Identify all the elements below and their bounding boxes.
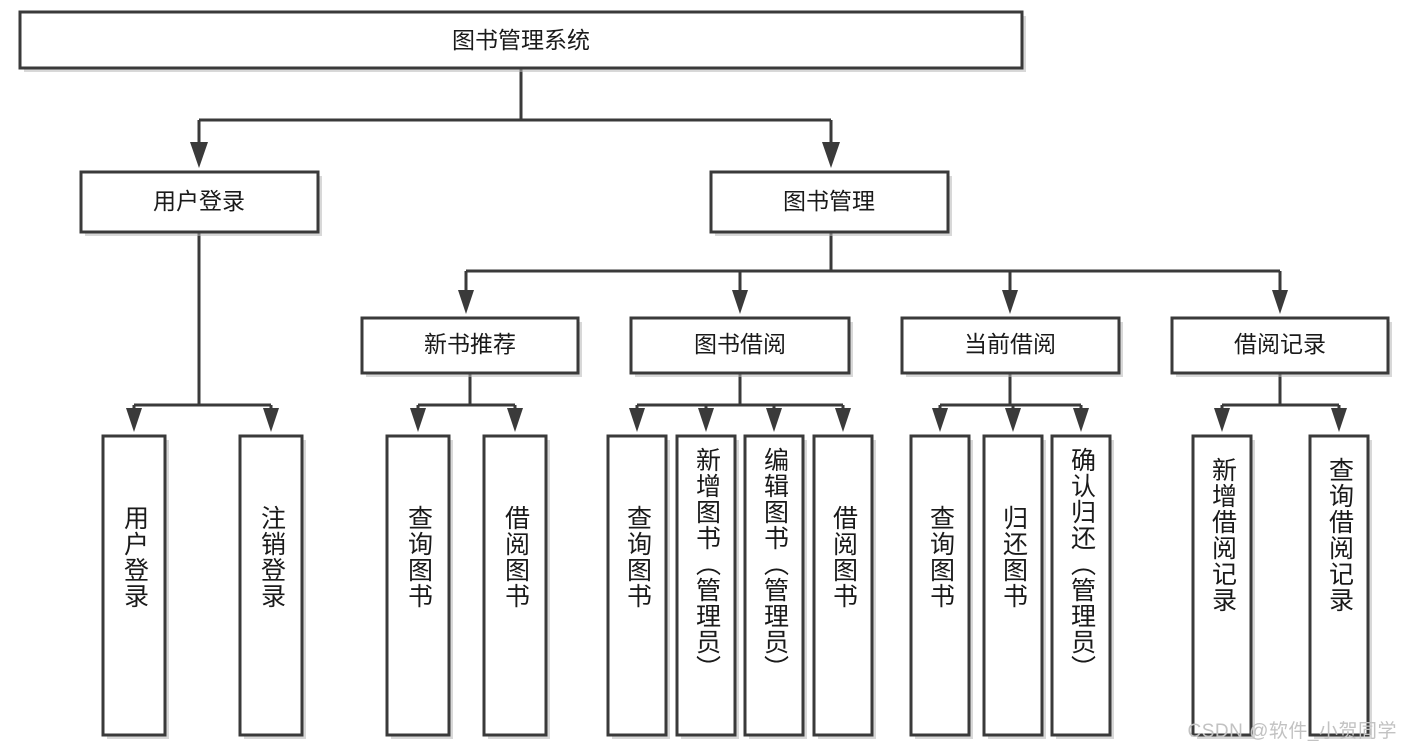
node-book-manage-label: 图书管理 — [783, 188, 875, 214]
node-borrow-record[interactable]: 借阅记录 — [1170, 316, 1392, 377]
node-leaf-add-record[interactable] — [1191, 434, 1255, 739]
node-leaf-borrow-book-2[interactable] — [812, 434, 876, 739]
node-current-borrow-box — [900, 316, 1121, 375]
leaf-edit-book-box — [743, 434, 805, 737]
node-book-manage-box — [709, 170, 950, 234]
csdn-watermark: CSDN @软件_小贺同学 — [1187, 721, 1397, 742]
leaf-query-record-box — [1308, 434, 1370, 737]
node-leaf-query-book-1[interactable] — [385, 434, 453, 739]
leaf-node-boxes — [101, 434, 1372, 739]
arrow-to-leaf-edit-book — [766, 408, 782, 432]
leaf-logout-login-box — [238, 434, 304, 737]
node-book-borrow-box — [629, 316, 851, 375]
leaf-user-login-box — [101, 434, 167, 737]
arrow-to-user-login — [190, 142, 208, 168]
node-user-login-label: 用户登录 — [153, 188, 245, 214]
leaf-query-book-1-box — [385, 434, 451, 737]
arrow-to-leaf-borrow-book-1 — [507, 408, 523, 432]
arrow-to-leaf-query-book-1 — [410, 408, 426, 432]
leaf-add-record-box — [1191, 434, 1253, 737]
leaf-query-book-3-box — [909, 434, 971, 737]
node-leaf-add-book[interactable] — [675, 434, 739, 739]
node-root[interactable]: 图书管理系统 — [18, 10, 1026, 72]
arrow-to-leaf-add-book — [698, 408, 714, 432]
node-root-label: 图书管理系统 — [452, 27, 590, 53]
leaf-borrow-book-1-box — [482, 434, 548, 737]
node-current-borrow[interactable]: 当前借阅 — [900, 316, 1123, 377]
node-new-book-recommend[interactable]: 新书推荐 — [360, 316, 582, 377]
node-borrow-record-box — [1170, 316, 1390, 375]
node-current-borrow-label: 当前借阅 — [964, 331, 1056, 357]
arrow-to-borrow-record — [1272, 290, 1288, 314]
arrow-to-leaf-add-record — [1214, 408, 1230, 432]
leaf-query-book-2-box — [606, 434, 668, 737]
leaf-confirm-return-box — [1050, 434, 1112, 737]
arrow-to-book-borrow — [732, 290, 748, 314]
node-leaf-borrow-book-1[interactable] — [482, 434, 550, 739]
arrow-to-book-manage — [822, 142, 840, 168]
node-leaf-edit-book[interactable] — [743, 434, 807, 739]
leaf-borrow-book-2-box — [812, 434, 874, 737]
arrow-to-leaf-user-login — [126, 408, 142, 432]
node-user-login[interactable]: 用户登录 — [79, 170, 322, 236]
node-leaf-query-book-3[interactable] — [909, 434, 973, 739]
arrow-to-leaf-borrow-book-2 — [835, 408, 851, 432]
arrow-to-leaf-confirm-return — [1073, 408, 1089, 432]
node-new-book-recommend-label: 新书推荐 — [424, 331, 516, 357]
arrow-to-leaf-logout-login — [263, 408, 279, 432]
node-leaf-logout-login[interactable] — [238, 434, 306, 739]
arrow-to-leaf-query-book-2 — [629, 408, 645, 432]
leaf-return-book-box — [982, 434, 1044, 737]
arrow-to-leaf-query-record — [1331, 408, 1347, 432]
arrow-to-leaf-query-book-3 — [932, 408, 948, 432]
leaf-add-book-box — [675, 434, 737, 737]
node-leaf-query-record[interactable] — [1308, 434, 1372, 739]
node-leaf-return-book[interactable] — [982, 434, 1046, 739]
arrow-to-current-borrow — [1002, 290, 1018, 314]
node-book-manage[interactable]: 图书管理 — [709, 170, 952, 236]
node-leaf-confirm-return[interactable] — [1050, 434, 1114, 739]
node-user-login-box — [79, 170, 320, 234]
arrow-to-new-book-recommend — [458, 290, 474, 314]
node-root-box — [18, 10, 1024, 70]
node-book-borrow[interactable]: 图书借阅 — [629, 316, 853, 377]
node-leaf-query-book-2[interactable] — [606, 434, 670, 739]
node-book-borrow-label: 图书借阅 — [694, 331, 786, 357]
node-borrow-record-label: 借阅记录 — [1234, 331, 1326, 357]
arrow-heads — [126, 142, 1347, 432]
arrow-to-leaf-return-book — [1005, 408, 1021, 432]
node-leaf-user-login[interactable] — [101, 434, 169, 739]
node-new-book-recommend-box — [360, 316, 580, 375]
